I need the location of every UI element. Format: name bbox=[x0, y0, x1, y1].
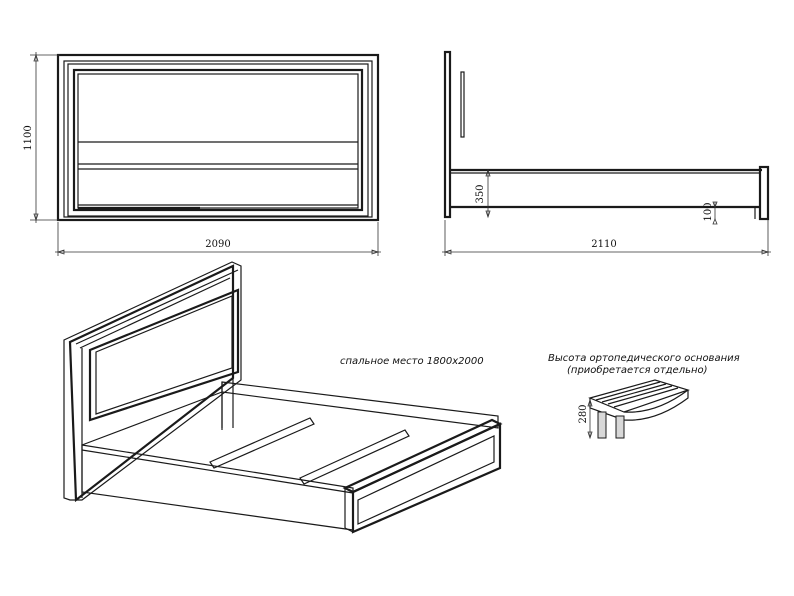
side-height-dimension: 350 bbox=[475, 168, 491, 219]
side-leg-label: 100 bbox=[703, 202, 714, 221]
base-title-label: Высота ортопедического основания bbox=[548, 353, 740, 364]
base-subtitle-label: (приобретается отдельно) bbox=[567, 364, 708, 376]
orthopedic-base-sketch bbox=[588, 379, 690, 439]
base-height-dimension: 280 bbox=[578, 398, 593, 440]
perspective-view bbox=[63, 261, 503, 534]
front-view bbox=[56, 53, 380, 222]
sleeping-place-label: спальное место 1800x2000 bbox=[340, 356, 484, 367]
side-view bbox=[443, 50, 770, 221]
side-height-label: 350 bbox=[475, 184, 486, 203]
front-width-label: 2090 bbox=[205, 239, 230, 250]
side-length-label: 2110 bbox=[591, 239, 616, 250]
side-leg-dimension: 100 bbox=[703, 201, 718, 225]
base-height-label: 280 bbox=[578, 404, 589, 423]
front-width-dimension: 2090 bbox=[55, 222, 381, 256]
front-height-dimension: 1100 bbox=[23, 52, 60, 223]
side-length-dimension: 2110 bbox=[442, 220, 771, 256]
front-height-label: 1100 bbox=[23, 125, 34, 150]
